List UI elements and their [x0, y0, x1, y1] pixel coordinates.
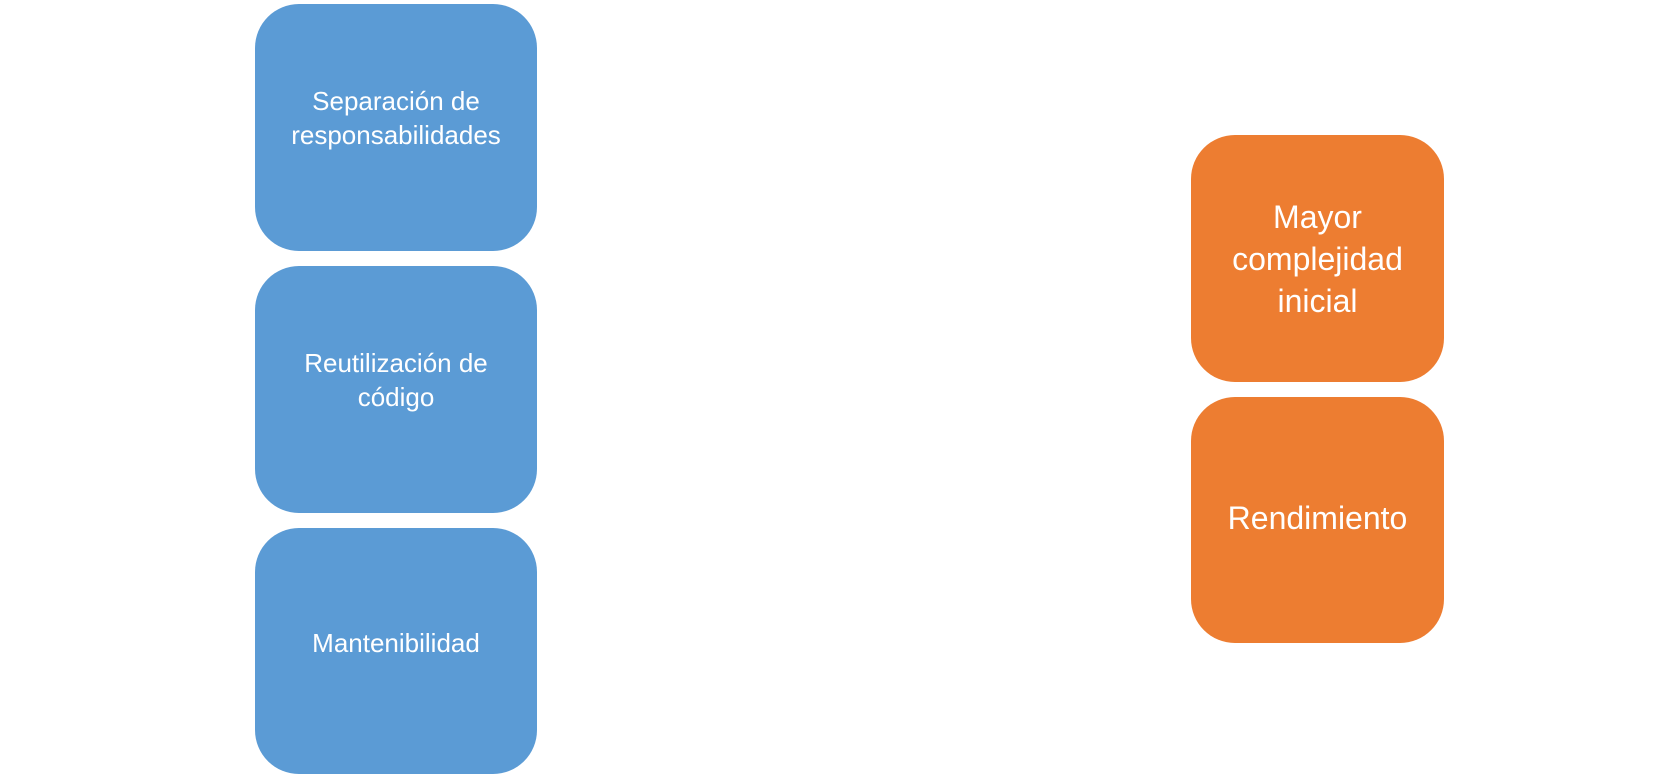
box-label: Reutilización de código: [304, 347, 488, 412]
box-rendimiento: Rendimiento: [1191, 397, 1444, 643]
box-label: Mayor complejidad inicial: [1232, 198, 1403, 319]
box-label: Rendimiento: [1227, 500, 1408, 536]
box-separacion-de-responsabilidades: Separación de responsabilidades: [255, 4, 537, 251]
box-mantenibilidad: Mantenibilidad: [255, 528, 537, 774]
box-reutilizacion-de-codigo: Reutilización de código: [255, 266, 537, 513]
box-mayor-complejidad-inicial: Mayor complejidad inicial: [1191, 135, 1444, 382]
box-label: Mantenibilidad: [312, 628, 480, 658]
box-label: Separación de responsabilidades: [291, 85, 501, 150]
